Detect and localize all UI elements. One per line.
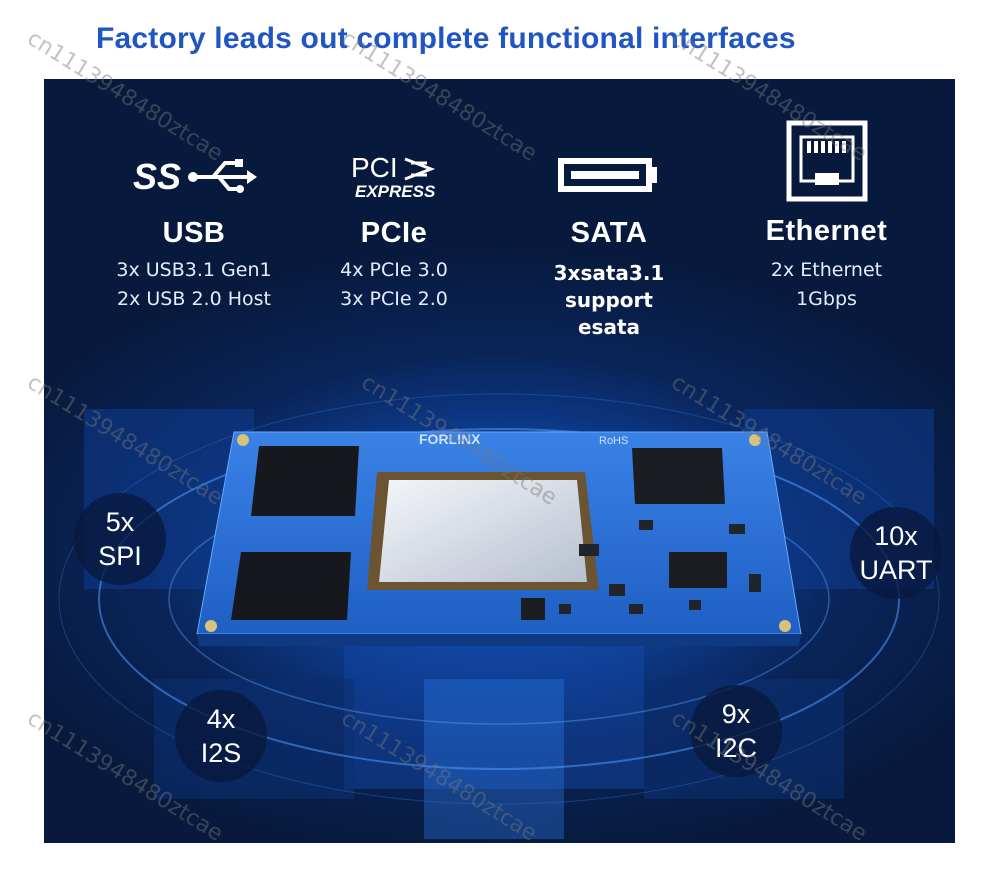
feature-spec: 1Gbps [796,288,857,310]
bubble-count: 4x [206,704,236,734]
feature-spec: 2x USB 2.0 Host [117,288,271,310]
sata-connector-icon [558,158,657,192]
board-rohs-label: RoHS [599,435,628,447]
feature-spec: esata [577,315,641,339]
feature-spec: 2x Ethernet [770,259,883,281]
feature-name: Ethernet [765,215,888,247]
usb-logo-text: SS [133,156,181,197]
bubble-count: 5x [105,507,135,537]
bubble-label: I2S [200,738,242,768]
feature-spec: 3x USB3.1 Gen1 [116,259,272,281]
feature-pcie: PCI EXPRESS PCIe 4x PCIe 3.0 3x PCIe 2.0 [309,149,479,314]
feature-name: PCIe [360,217,428,249]
bubble-label: SPI [98,541,142,571]
bubble-count: 10x [874,521,918,551]
interface-bubble-i2s: 4x I2S [175,690,267,782]
svg-text:EXPRESS: EXPRESS [355,182,436,201]
interface-bubble-spi: 5x SPI [74,493,166,585]
pci-express-logo-icon: PCI EXPRESS [351,152,436,201]
feature-name: SATA [570,217,648,249]
interface-bubble-i2c: 9x I2C [690,685,782,777]
feature-usb: SS USB 3x USB3.1 Gen1 2x USB 2.0 Host [109,149,279,314]
som-board-image: FORLINX RoHS [196,431,802,646]
board-brand-label: FORLINX [419,431,481,447]
bubble-label: UART [859,555,933,585]
product-panel: SS USB 3x USB3.1 Gen1 2x USB 2.0 Host PC… [44,79,955,843]
svg-text:PCI: PCI [351,152,398,183]
feature-name: USB [162,217,226,249]
page-title: Factory leads out complete functional in… [96,22,796,55]
feature-spec: 3xsata3.1 support [553,261,665,312]
interface-bubble-uart: 10x UART [850,507,942,599]
feature-spec: 4x PCIe 3.0 [340,259,448,281]
feature-sata: SATA 3xsata3.1 support esata [514,149,704,341]
bubble-label: I2C [714,733,758,763]
superspeed-usb-icon: SS [133,156,257,197]
bubble-count: 9x [721,699,751,729]
ethernet-port-icon [786,120,867,202]
feature-ethernet: Ethernet 2x Ethernet 1Gbps [739,119,914,314]
feature-spec: 3x PCIe 2.0 [340,288,448,310]
